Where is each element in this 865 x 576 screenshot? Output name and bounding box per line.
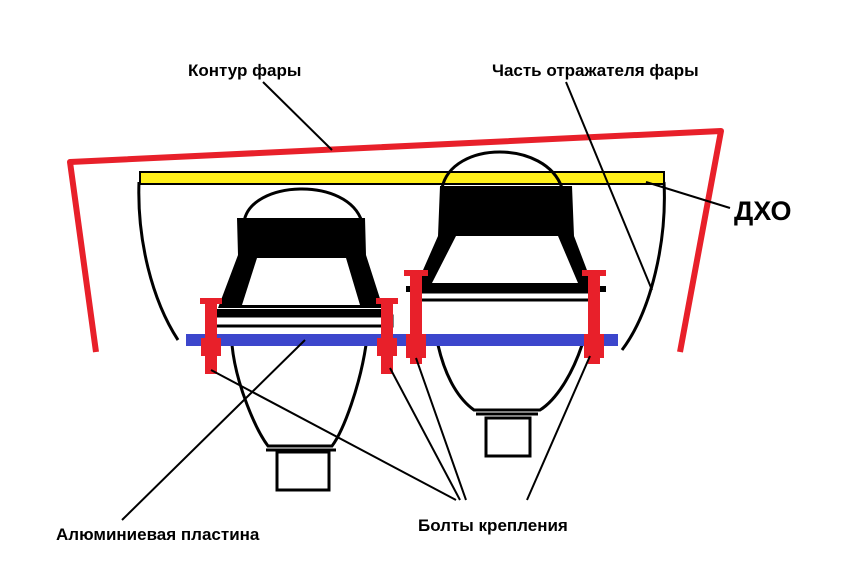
right-lens-base xyxy=(484,416,532,458)
bolt-3 xyxy=(404,270,428,364)
drl-strip xyxy=(139,171,665,185)
reflector-right-curve xyxy=(620,181,666,351)
left-lens-bulb xyxy=(230,344,368,448)
label-mounting-bolts: Болты крепления xyxy=(418,516,568,535)
label-headlight-outline: Контур фары xyxy=(188,61,301,80)
left-lens-base xyxy=(275,450,331,492)
right-lens-dome xyxy=(440,150,564,189)
leader-drl xyxy=(645,181,731,209)
bolt-4 xyxy=(582,270,606,364)
bolt-2 xyxy=(376,298,398,374)
leader-bolt-4 xyxy=(526,355,591,501)
leader-bolt-1 xyxy=(210,369,457,501)
bolt-1 xyxy=(200,298,222,374)
right-lens-module xyxy=(406,150,606,458)
reflector-left-curve xyxy=(137,181,180,341)
left-lens-dome xyxy=(242,187,364,223)
label-reflector-part: Часть отражателя фары xyxy=(492,61,699,80)
label-aluminum-plate: Алюминиевая пластина xyxy=(56,525,260,544)
right-lens-bulb xyxy=(436,344,584,412)
leader-aluminum-plate xyxy=(121,339,306,521)
aluminum-plate xyxy=(186,334,618,346)
headlight-outline xyxy=(67,128,724,353)
left-lens-module xyxy=(208,187,394,492)
leader-bolt-3 xyxy=(415,357,467,501)
label-drl: ДХО xyxy=(734,196,792,226)
leader-reflector-part xyxy=(565,81,653,291)
leader-headlight-outline xyxy=(262,81,333,151)
leader-bolt-2 xyxy=(389,367,461,501)
